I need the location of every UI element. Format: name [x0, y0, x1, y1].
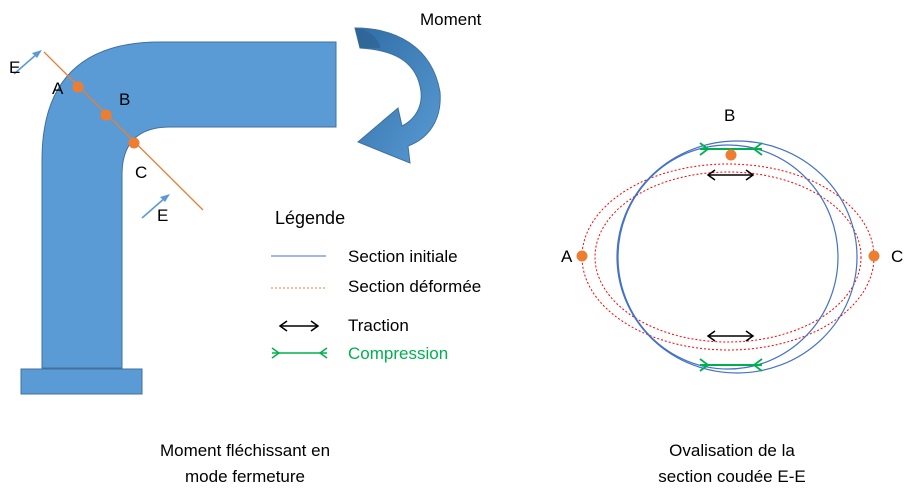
oval-label-c: C [891, 247, 903, 266]
legend-compression-arrow-icon [271, 347, 328, 359]
caption-right-line2: section coudée E-E [658, 467, 805, 486]
deformed-section [581, 163, 875, 351]
label-c-pipe: C [135, 163, 147, 182]
legend-title: Légende [275, 208, 345, 228]
moment-arrow-icon [354, 27, 441, 164]
initial-section [616, 140, 858, 374]
view-arrow-e-top [13, 50, 42, 75]
oval-marker-c [868, 250, 880, 262]
oval-label-a: A [561, 247, 573, 266]
caption-left-line2: mode fermeture [185, 467, 305, 486]
legend-initial-label: Section initiale [348, 247, 458, 266]
marker-c [128, 137, 140, 149]
moment-label: Moment [420, 10, 482, 29]
label-b-pipe: B [119, 90, 130, 109]
legend-traction-arrow-icon [278, 320, 320, 332]
marker-a [72, 81, 84, 93]
label-e-bottom: E [157, 206, 168, 225]
compression-arrow-bottom-icon [699, 358, 763, 372]
pipe-base-flange [20, 368, 143, 395]
section-cut-line [43, 51, 204, 211]
caption-right-line1: Ovalisation de la [669, 441, 795, 460]
caption-left-line1: Moment fléchissant en [160, 441, 330, 460]
legend-traction-label: Traction [348, 316, 409, 335]
oval-marker-a [576, 250, 588, 262]
label-a-pipe: A [52, 79, 64, 98]
label-e-top: E [9, 58, 20, 77]
pipe-body [41, 41, 337, 369]
compression-arrow-top-icon [699, 142, 763, 156]
marker-b [100, 109, 112, 121]
traction-arrow-bottom-icon [706, 330, 755, 342]
view-arrow-e-bottom [141, 194, 170, 219]
traction-arrow-top-icon [706, 169, 755, 181]
legend-deformed-label: Section déformée [348, 277, 481, 296]
oval-marker-b [725, 149, 737, 161]
oval-label-b: B [724, 106, 735, 125]
legend-compression-label: Compression [348, 344, 448, 363]
